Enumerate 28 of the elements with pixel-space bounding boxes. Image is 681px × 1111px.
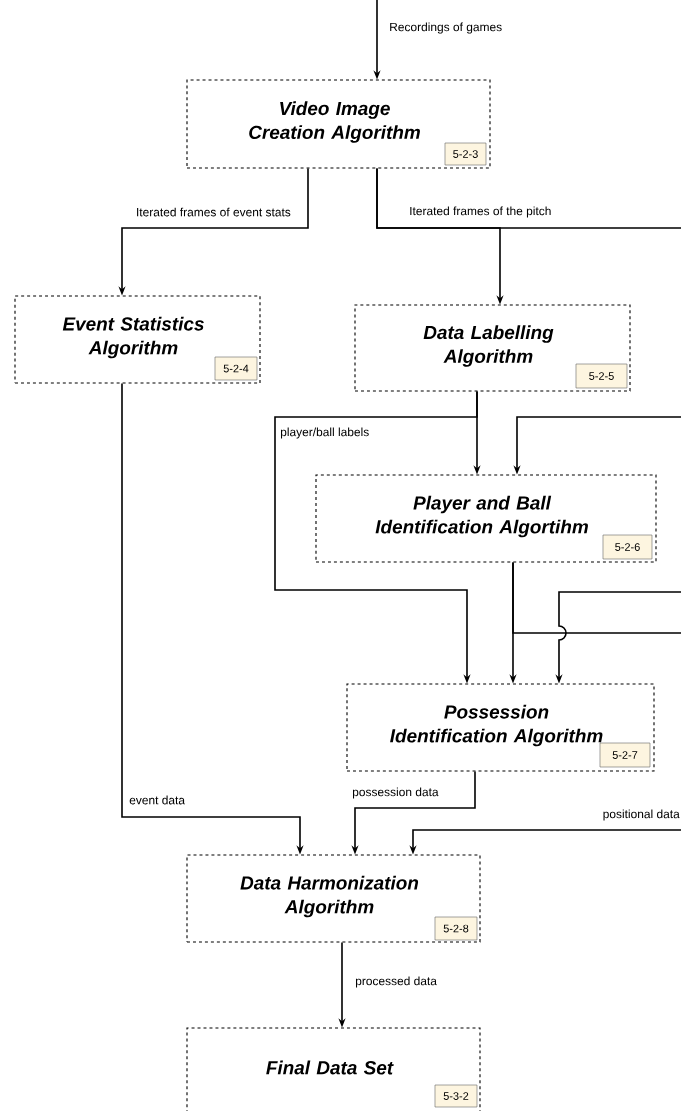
process-box: [315, 474, 657, 563]
box-title: Video Image Creation Algorithm: [249, 101, 420, 143]
edge-label: Iterated frames of event stats: [134, 206, 292, 218]
edge-label: Recordings of games: [388, 21, 504, 35]
process-box: [186, 79, 491, 169]
reference-tag: 5-2-4: [214, 356, 258, 381]
box-title: Player and Ball Identification Algortihm: [375, 495, 588, 538]
process-box: [14, 295, 261, 384]
reference-tag: 5-2-6: [602, 534, 653, 560]
reference-tag: 5-2-3: [444, 142, 487, 166]
box-title: Data Harmonization Algorithm: [240, 875, 419, 918]
reference-tag: 5-2-7: [599, 742, 651, 768]
edge-label: processed data: [354, 975, 438, 989]
edge-label: event data: [128, 794, 187, 806]
process-box: [186, 1027, 481, 1111]
edge-label: player/ball labels: [279, 426, 371, 440]
reference-tag: 5-3-2: [434, 1084, 478, 1108]
process-box: [186, 854, 481, 943]
box-title: Final Data Set: [266, 1060, 394, 1075]
reference-tag: 5-2-8: [434, 916, 478, 941]
box-title: Data Labelling Algorithm: [423, 325, 554, 367]
process-box: [354, 304, 631, 392]
edge-label: Iterated frames of the pitch: [408, 205, 553, 219]
edge-label: positional data: [601, 808, 681, 822]
box-title: Event Statistics Algorithm: [62, 316, 204, 359]
reference-tag: 5-2-5: [575, 363, 628, 389]
edge-label: possession data: [351, 786, 440, 800]
process-box: [346, 683, 655, 772]
